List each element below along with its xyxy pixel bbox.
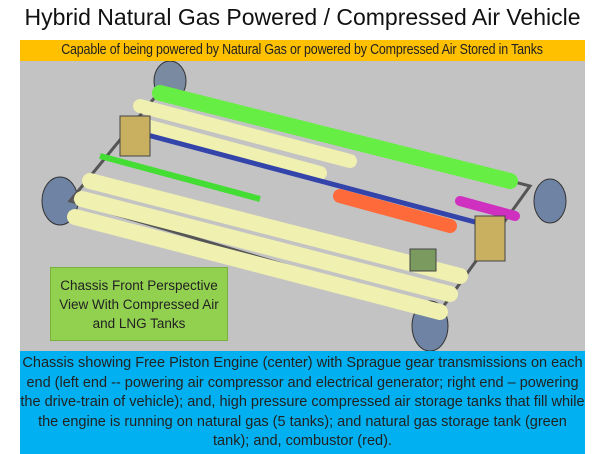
generator	[409, 248, 437, 272]
wheel-rear-right	[533, 178, 567, 224]
chassis-illustration: Chassis Front Perspective View With Comp…	[20, 61, 585, 351]
magenta-cylinder	[455, 196, 520, 221]
subtitle-banner-bar: Capable of being powered by Natural Gas …	[20, 40, 585, 61]
right-transmission	[474, 215, 506, 262]
green-pipe	[99, 153, 261, 202]
slide-title: Hybrid Natural Gas Powered / Compressed …	[24, 4, 581, 30]
natural-gas-tank	[152, 85, 518, 189]
combustor	[333, 189, 457, 233]
caption-box: Chassis showing Free Piston Engine (cent…	[20, 351, 585, 454]
air-tanks	[67, 99, 468, 320]
engine-shaft	[139, 130, 491, 229]
view-label-box: Chassis Front Perspective View With Comp…	[50, 267, 228, 341]
left-transmission	[119, 115, 151, 157]
chassis-drawing	[41, 61, 567, 351]
subtitle-banner: Capable of being powered by Natural Gas …	[61, 42, 544, 58]
